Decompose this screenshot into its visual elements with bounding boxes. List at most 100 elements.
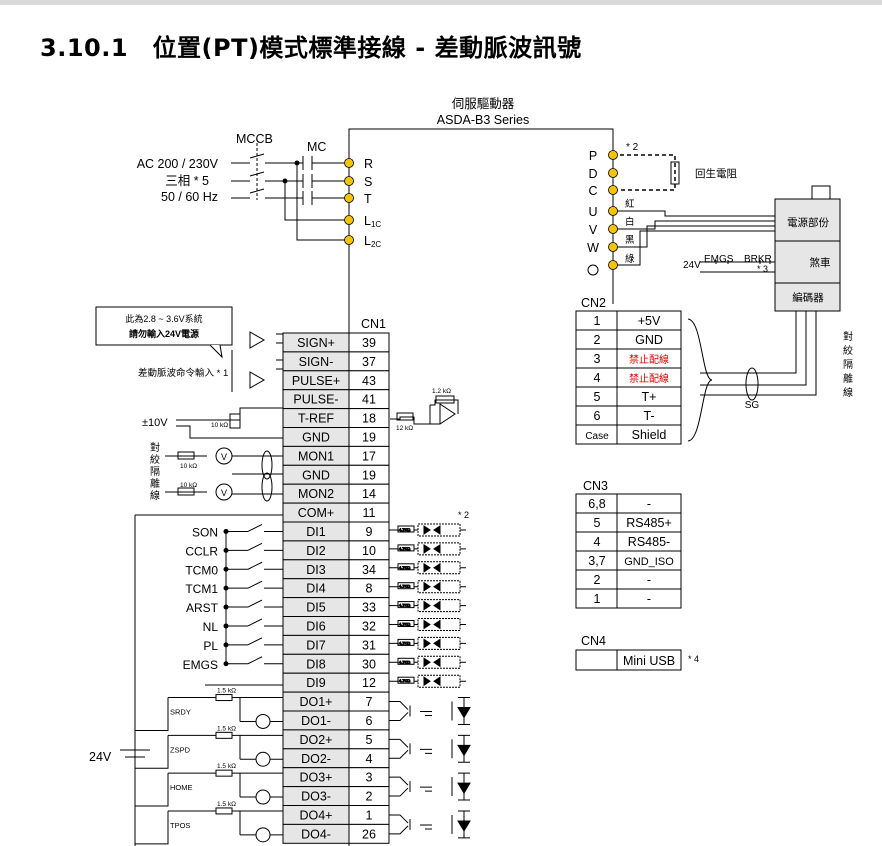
cn1-pin-name: DI7 bbox=[306, 638, 326, 652]
do-light-arrow-icon bbox=[420, 711, 432, 717]
do-output-label: SRDY bbox=[170, 708, 191, 717]
input-resistor: 12 kΩ bbox=[396, 425, 413, 432]
do-load-resistor bbox=[215, 731, 233, 739]
motor-terminal-label: U bbox=[588, 205, 597, 219]
cn1-pin-name: MON1 bbox=[298, 449, 334, 463]
mon2-meter-icon: V bbox=[221, 488, 227, 498]
motor-terminal-label: P bbox=[589, 149, 597, 163]
cn2-pin-number: 6 bbox=[594, 409, 601, 423]
do-led-icon bbox=[255, 713, 271, 729]
twisted-pair-char: 線 bbox=[150, 489, 160, 502]
pulse-input-label: 差動脈波命令輸入 * 1 bbox=[138, 367, 228, 379]
cn1-pin-number: 32 bbox=[362, 620, 376, 634]
di-switch-contact bbox=[224, 637, 283, 646]
cn1-pin-number: 18 bbox=[362, 412, 376, 426]
cn2-pin-number: 4 bbox=[594, 371, 601, 385]
cn1-pin-number: 3 bbox=[366, 771, 373, 785]
cn2-pin-name: GND bbox=[635, 333, 663, 347]
do-output-wire bbox=[135, 697, 283, 731]
voltage-note-box: 此為2.8 ~ 3.6V系統 請勿輸入24V電源 bbox=[95, 306, 233, 359]
power-input-wiring bbox=[231, 138, 349, 241]
tref-voltage: ±10V bbox=[142, 417, 168, 429]
twisted-pair-char: 隔 bbox=[843, 359, 853, 371]
cn1-pin-name: DO4- bbox=[301, 827, 331, 841]
cn3-pin-number: 6,8 bbox=[588, 497, 605, 511]
supply-24v-symbol bbox=[120, 735, 150, 770]
wire-color-label: 綠 bbox=[625, 253, 635, 265]
cn1-pin-name: DI9 bbox=[306, 676, 326, 690]
do-diode-icon bbox=[457, 782, 471, 795]
di-switch-contact bbox=[224, 656, 283, 665]
mains-terminal-label: L2C bbox=[364, 234, 381, 249]
cn1-pin-number: 19 bbox=[362, 431, 376, 445]
do-output-wire bbox=[135, 734, 283, 769]
di-resistor-label: 4.7KΩ bbox=[399, 527, 410, 532]
cn4-note: * 4 bbox=[688, 654, 699, 664]
di-resistor-label: 4.7KΩ bbox=[399, 622, 410, 627]
cn1-pin-number: 31 bbox=[362, 638, 376, 652]
do-led-icon bbox=[255, 789, 271, 805]
di-resistor-label: 4.7KΩ bbox=[399, 678, 410, 683]
di-input-resistor bbox=[397, 582, 415, 590]
mon2-resistor: 10 kΩ bbox=[180, 482, 197, 489]
motor-terminal-dot bbox=[608, 185, 618, 195]
twisted-pair-char: 對 bbox=[150, 441, 160, 454]
do-phototransistor bbox=[451, 734, 470, 763]
mains-terminal-dot bbox=[344, 193, 354, 203]
di-switch-label: TCM1 bbox=[185, 582, 218, 596]
di-switch-contact bbox=[224, 542, 283, 551]
terminal-dots bbox=[344, 150, 618, 270]
brake-emgs: EMGS bbox=[704, 254, 734, 265]
cn4-port: Mini USB bbox=[623, 654, 675, 668]
cn1-pin-name: COM+ bbox=[298, 506, 334, 520]
do-transistor bbox=[389, 738, 411, 759]
cn1-pin-name: DI1 bbox=[306, 525, 326, 539]
do-diode-icon bbox=[457, 707, 471, 719]
cn4-row bbox=[575, 649, 682, 671]
cn1-pin-number: 39 bbox=[362, 336, 376, 350]
feedback-resistor: 1.2 kΩ bbox=[432, 388, 451, 395]
cn2-pin-number: 3 bbox=[594, 352, 601, 366]
di-note: * 2 bbox=[458, 510, 469, 520]
cn1-pin-name: SIGN- bbox=[299, 355, 334, 369]
cn2-pin-name: T+ bbox=[642, 390, 657, 404]
do-light-arrow-icon bbox=[420, 748, 432, 754]
motor-terminal-dot bbox=[608, 206, 618, 216]
di-opto-diode-icon bbox=[423, 638, 441, 649]
di-switch-contact bbox=[224, 599, 283, 608]
mc-label: MC bbox=[307, 140, 326, 154]
di-resistor-label: 4.7KΩ bbox=[399, 603, 410, 608]
cn1-pin-number: 8 bbox=[366, 582, 373, 596]
motor-wiring bbox=[613, 154, 817, 442]
motor-blocks: 電源部份 煞車 編碼器 bbox=[774, 185, 841, 312]
cn1-pin-number: 37 bbox=[362, 355, 376, 369]
di-switch-wiring bbox=[223, 524, 283, 667]
cn1-pin-name: GND bbox=[302, 431, 330, 445]
cn2-pin-name: Shield bbox=[632, 428, 667, 442]
cn1-pin-name: DI6 bbox=[306, 620, 326, 634]
di-input-resistor bbox=[397, 544, 415, 552]
cn1-pin-number: 33 bbox=[362, 601, 376, 615]
motor-terminal-dot bbox=[608, 242, 618, 252]
cn3-pin-name: RS485+ bbox=[626, 516, 672, 530]
di-opto-diode-icon bbox=[423, 619, 441, 630]
cn4-label: CN4 bbox=[581, 634, 606, 648]
twisted-pair-char: 線 bbox=[843, 386, 853, 399]
supply-voltage: AC 200 / 230V bbox=[137, 157, 219, 171]
motor-brake-block: 煞車 bbox=[810, 256, 831, 269]
di-resistor-label: 4.7KΩ bbox=[399, 565, 410, 570]
di-input-resistor bbox=[397, 657, 415, 665]
cn3-pin-name: - bbox=[647, 592, 651, 606]
page-top-border bbox=[0, 0, 882, 5]
cn1-pin-number: 12 bbox=[362, 676, 376, 690]
do-led-icon bbox=[255, 827, 271, 843]
brake-brkr: BRKR bbox=[744, 254, 772, 265]
cn3-pin-number: 5 bbox=[594, 516, 601, 530]
di-input-resistor bbox=[397, 601, 415, 609]
